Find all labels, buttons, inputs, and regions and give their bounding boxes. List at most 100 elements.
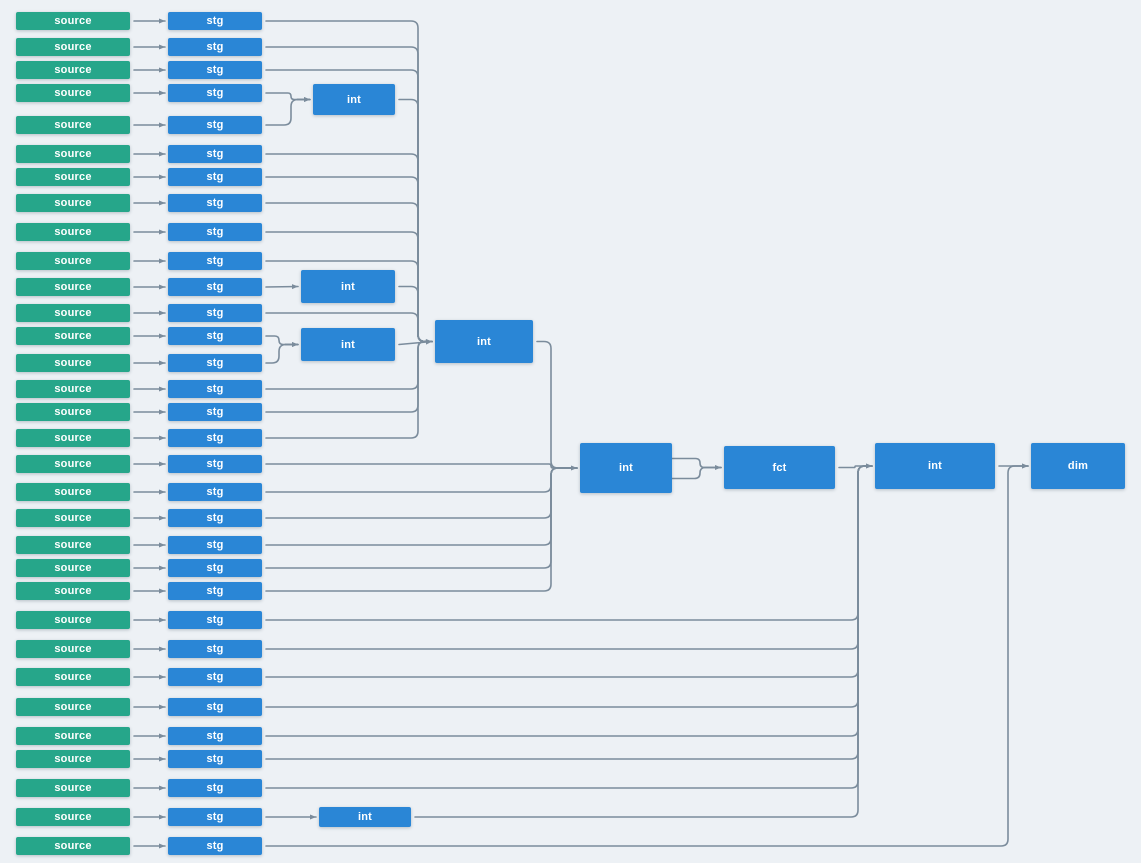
node-source-src8[interactable]: source	[16, 194, 130, 212]
node-source-src9[interactable]: source	[16, 223, 130, 241]
node-label: int	[340, 338, 356, 351]
edge-path	[536, 340, 578, 469]
node-fct-fct1[interactable]: fct	[724, 446, 835, 489]
node-stg-stg31[interactable]: stg	[168, 808, 262, 826]
node-source-src20[interactable]: source	[16, 509, 130, 527]
node-stg-stg1[interactable]: stg	[168, 12, 262, 30]
node-stg-stg27[interactable]: stg	[168, 698, 262, 716]
edge-path	[265, 343, 299, 364]
node-source-src7[interactable]: source	[16, 168, 130, 186]
node-label: source	[54, 383, 92, 395]
node-stg-stg15[interactable]: stg	[168, 380, 262, 398]
node-stg-stg18[interactable]: stg	[168, 455, 262, 473]
edge-path	[671, 466, 722, 480]
node-label: stg	[206, 811, 224, 823]
node-stg-stg30[interactable]: stg	[168, 779, 262, 797]
node-source-src27[interactable]: source	[16, 698, 130, 716]
node-label: source	[54, 512, 92, 524]
node-int-intA[interactable]: int	[313, 84, 395, 115]
node-int-intF[interactable]: int	[875, 443, 995, 489]
node-int-intD[interactable]: int	[435, 320, 533, 363]
node-stg-stg14[interactable]: stg	[168, 354, 262, 372]
node-int-intG[interactable]: int	[319, 807, 411, 827]
node-stg-stg8[interactable]: stg	[168, 194, 262, 212]
node-label: source	[54, 171, 92, 183]
node-label: stg	[206, 486, 224, 498]
node-stg-stg19[interactable]: stg	[168, 483, 262, 501]
node-stg-stg24[interactable]: stg	[168, 611, 262, 629]
node-source-src5[interactable]: source	[16, 116, 130, 134]
node-dim-dim1[interactable]: dim	[1031, 443, 1125, 489]
node-stg-stg20[interactable]: stg	[168, 509, 262, 527]
node-source-src17[interactable]: source	[16, 429, 130, 447]
node-source-src21[interactable]: source	[16, 536, 130, 554]
node-label: source	[54, 782, 92, 794]
node-source-src11[interactable]: source	[16, 278, 130, 296]
node-source-src15[interactable]: source	[16, 380, 130, 398]
node-source-src22[interactable]: source	[16, 559, 130, 577]
node-label: source	[54, 119, 92, 131]
node-stg-stg17[interactable]: stg	[168, 429, 262, 447]
node-source-src13[interactable]: source	[16, 327, 130, 345]
node-source-src25[interactable]: source	[16, 640, 130, 658]
node-stg-stg2[interactable]: stg	[168, 38, 262, 56]
node-source-src1[interactable]: source	[16, 12, 130, 30]
node-stg-stg12[interactable]: stg	[168, 304, 262, 322]
node-source-src3[interactable]: source	[16, 61, 130, 79]
node-label: source	[54, 15, 92, 27]
node-source-src2[interactable]: source	[16, 38, 130, 56]
node-label: source	[54, 458, 92, 470]
node-stg-stg10[interactable]: stg	[168, 252, 262, 270]
node-stg-stg26[interactable]: stg	[168, 668, 262, 686]
node-stg-stg23[interactable]: stg	[168, 582, 262, 600]
node-stg-stg6[interactable]: stg	[168, 145, 262, 163]
node-source-src19[interactable]: source	[16, 483, 130, 501]
edge-path	[265, 467, 578, 519]
node-label: stg	[206, 119, 224, 131]
node-stg-stg22[interactable]: stg	[168, 559, 262, 577]
node-source-src16[interactable]: source	[16, 403, 130, 421]
node-label: stg	[206, 281, 224, 293]
node-label: source	[54, 562, 92, 574]
edge-path	[398, 339, 433, 346]
node-source-src26[interactable]: source	[16, 668, 130, 686]
node-stg-stg7[interactable]: stg	[168, 168, 262, 186]
node-label: source	[54, 226, 92, 238]
node-source-src23[interactable]: source	[16, 582, 130, 600]
node-source-src28[interactable]: source	[16, 727, 130, 745]
node-source-src18[interactable]: source	[16, 455, 130, 473]
node-label: stg	[206, 432, 224, 444]
node-stg-stg16[interactable]: stg	[168, 403, 262, 421]
node-source-src31[interactable]: source	[16, 808, 130, 826]
edge-path	[838, 463, 873, 469]
node-stg-stg5[interactable]: stg	[168, 116, 262, 134]
node-stg-stg13[interactable]: stg	[168, 327, 262, 345]
node-source-src30[interactable]: source	[16, 779, 130, 797]
node-label: stg	[206, 840, 224, 852]
node-int-intE[interactable]: int	[580, 443, 672, 493]
edge-path	[265, 465, 873, 789]
node-source-src14[interactable]: source	[16, 354, 130, 372]
edge-path	[265, 176, 433, 343]
node-source-src24[interactable]: source	[16, 611, 130, 629]
node-stg-stg11[interactable]: stg	[168, 278, 262, 296]
node-stg-stg9[interactable]: stg	[168, 223, 262, 241]
edge-path	[671, 457, 722, 469]
node-source-src6[interactable]: source	[16, 145, 130, 163]
node-stg-stg32[interactable]: stg	[168, 837, 262, 855]
node-source-src12[interactable]: source	[16, 304, 130, 322]
node-stg-stg21[interactable]: stg	[168, 536, 262, 554]
node-label: stg	[206, 753, 224, 765]
node-stg-stg28[interactable]: stg	[168, 727, 262, 745]
node-source-src10[interactable]: source	[16, 252, 130, 270]
node-stg-stg3[interactable]: stg	[168, 61, 262, 79]
node-stg-stg25[interactable]: stg	[168, 640, 262, 658]
node-stg-stg4[interactable]: stg	[168, 84, 262, 102]
node-source-src4[interactable]: source	[16, 84, 130, 102]
node-stg-stg29[interactable]: stg	[168, 750, 262, 768]
node-label: stg	[206, 41, 224, 53]
node-source-src29[interactable]: source	[16, 750, 130, 768]
node-int-intC[interactable]: int	[301, 328, 395, 361]
node-source-src32[interactable]: source	[16, 837, 130, 855]
node-int-intB[interactable]: int	[301, 270, 395, 303]
